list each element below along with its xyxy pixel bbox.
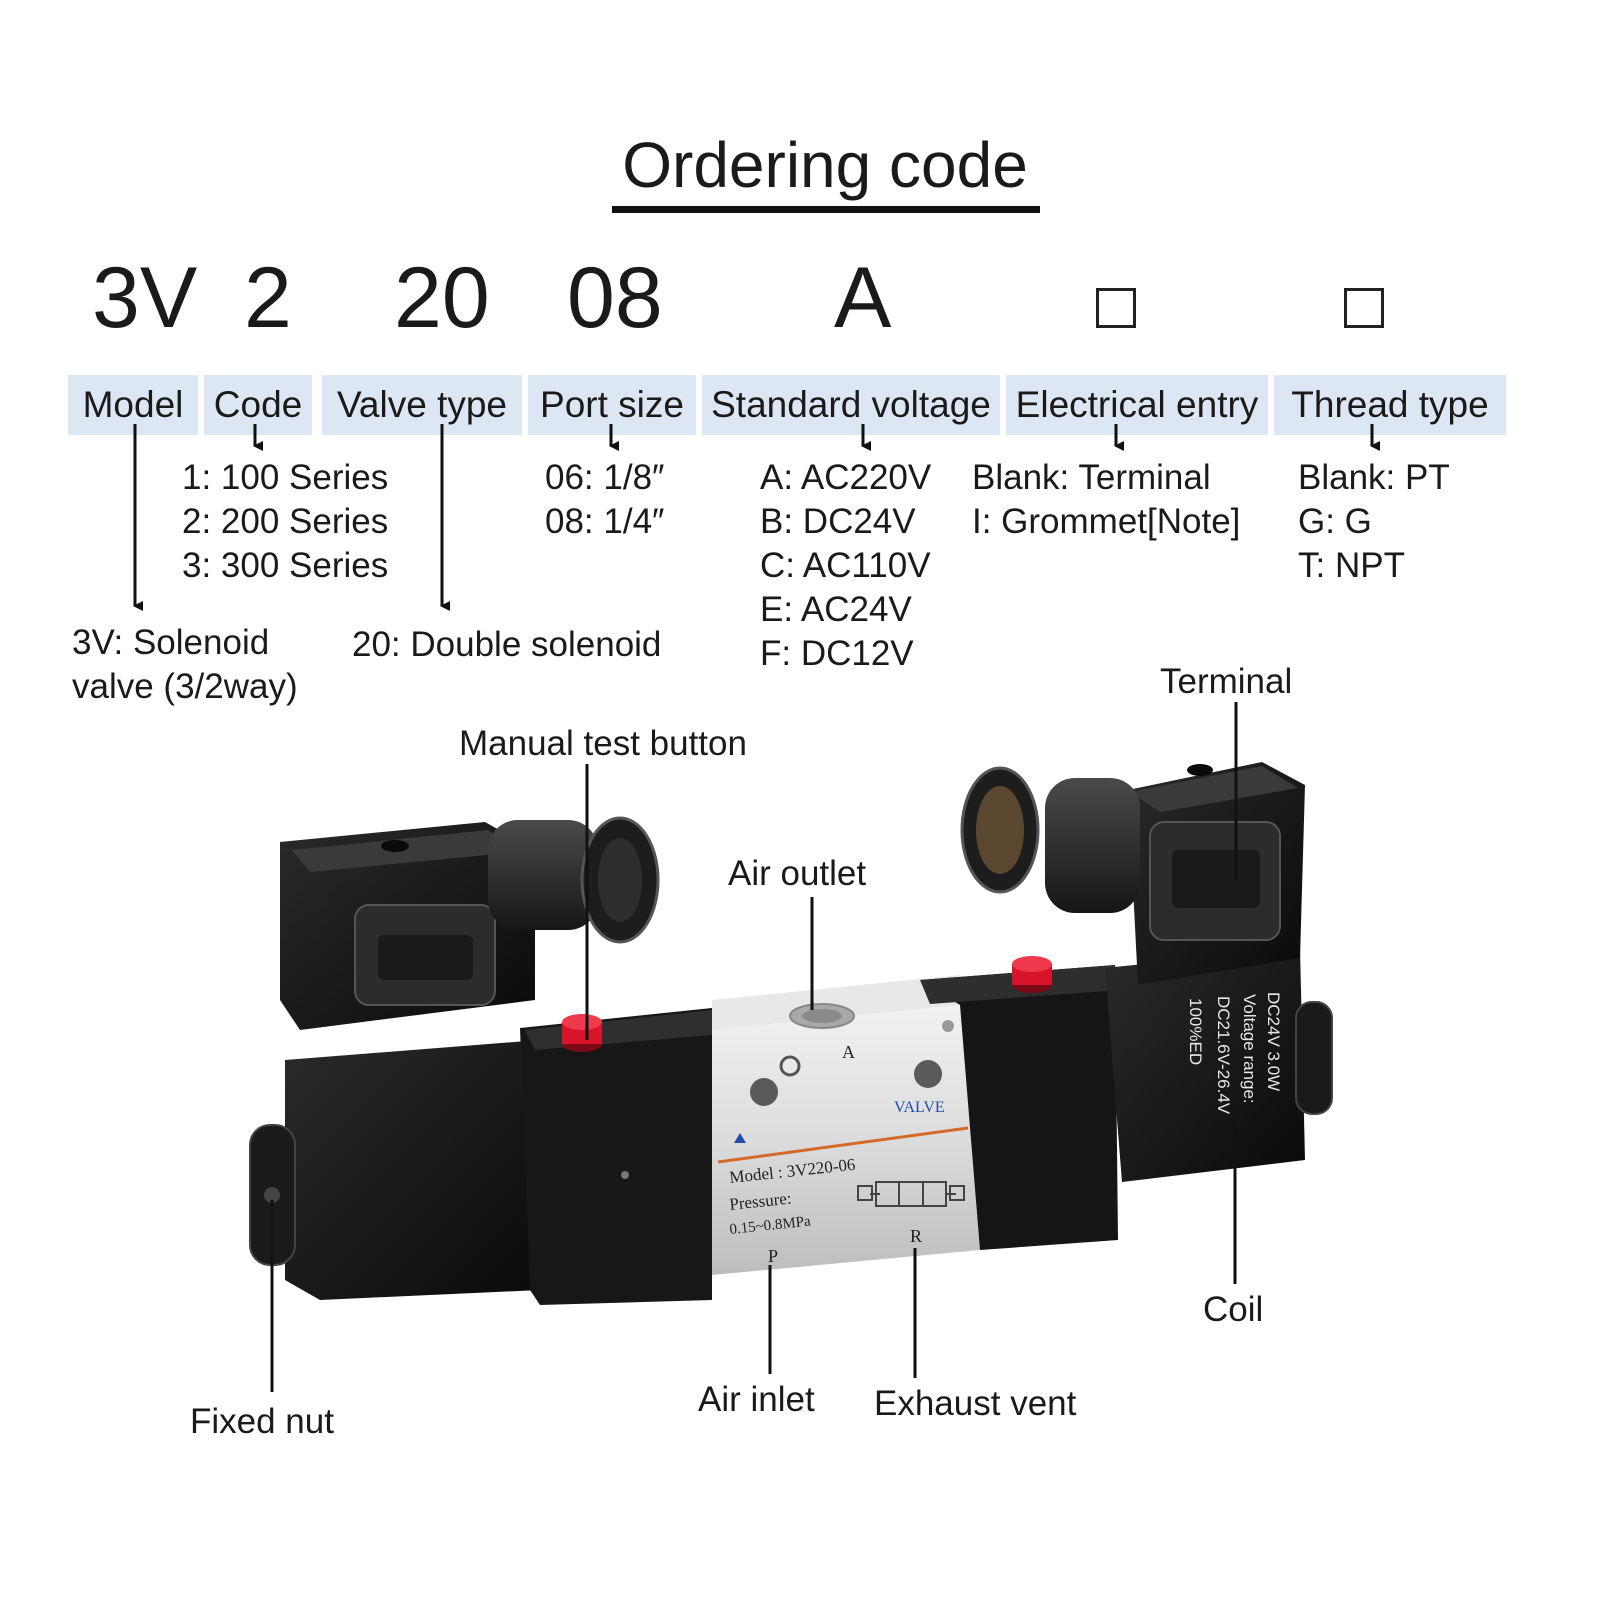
valve-type-description: 20: Double solenoid: [352, 625, 662, 664]
right-cable-gland: [1045, 778, 1140, 913]
model-description: valve (3/2way): [72, 667, 298, 706]
orange-stripe: [717, 1126, 969, 1164]
callout-terminal: Terminal: [1160, 662, 1293, 701]
manual-test-button-left: [562, 1014, 602, 1052]
page-title: Ordering code: [622, 129, 1028, 201]
coil-text: DC24V 3.0W Voltage range: DC21.6V-26.4V …: [1186, 992, 1283, 1115]
right-fixed-nut: [1295, 1001, 1333, 1115]
port-size-option: 06: 1/8″: [545, 458, 665, 497]
port-r-label: R: [910, 1226, 922, 1246]
code-option: 3: 300 Series: [182, 546, 389, 585]
code-option: 1: 100 Series: [182, 458, 389, 497]
header-arrows: [133, 424, 1380, 611]
code-part-thread-type-box: [1344, 288, 1384, 328]
valve-symbol: [857, 1181, 965, 1207]
valve-body: [712, 1005, 980, 1275]
valve-illustration: A VALVE Model : 3V220-06 Pressure: 0.15~…: [249, 762, 1333, 1305]
svg-text:DC24V 3.0W: DC24V 3.0W: [1264, 992, 1283, 1091]
callout-exhaust-vent: Exhaust vent: [874, 1384, 1077, 1423]
code-part-model: 3V: [92, 250, 198, 346]
left-housing-top: [292, 830, 518, 872]
thread-type-option: Blank: PT: [1298, 458, 1450, 497]
code-part-code: 2: [244, 250, 292, 346]
field-standard-voltage: Standard voltage: [702, 375, 1000, 435]
svg-text:100%ED: 100%ED: [1186, 998, 1205, 1065]
voltage-option: C: AC110V: [760, 546, 931, 585]
body-top-face: [712, 975, 960, 1030]
right-coil-block: [1105, 948, 1305, 1182]
title-underline: [612, 206, 1040, 213]
svg-text:DC21.6V-26.4V: DC21.6V-26.4V: [1214, 996, 1233, 1115]
callout-fixed-nut: Fixed nut: [190, 1402, 334, 1441]
brand-label: VALVE: [894, 1099, 945, 1116]
code-part-voltage: A: [834, 250, 892, 346]
field-model: Model: [68, 375, 198, 435]
svg-text:Voltage range:: Voltage range:: [1240, 994, 1259, 1104]
voltage-option: F: DC12V: [760, 634, 914, 673]
port-a-label: A: [842, 1042, 855, 1062]
code-part-electrical-entry-box: [1096, 288, 1136, 328]
field-electrical-entry: Electrical entry: [1006, 375, 1268, 435]
code-part-valve-type: 20: [394, 250, 490, 346]
code-option: 2: 200 Series: [182, 502, 389, 541]
voltage-option: A: AC220V: [760, 458, 932, 497]
leader-lines: [270, 702, 1238, 1392]
left-pilot-block: [520, 1008, 712, 1305]
thread-type-option: T: NPT: [1298, 546, 1405, 585]
pilot-hole-right: [914, 1060, 942, 1088]
code-part-port-size: 08: [567, 250, 663, 346]
thread-type-option: G: G: [1298, 502, 1372, 541]
voltage-option: B: DC24V: [760, 502, 916, 541]
field-thread-type: Thread type: [1274, 375, 1506, 435]
pilot-hole-left: [750, 1078, 778, 1106]
model-description: 3V: Solenoid: [72, 623, 270, 662]
callout-air-inlet: Air inlet: [698, 1380, 815, 1419]
electrical-entry-option: Blank: Terminal: [972, 458, 1211, 497]
triangle-mark: [734, 1133, 746, 1143]
port-size-option: 08: 1/4″: [545, 502, 665, 541]
field-valve-type: Valve type: [322, 375, 522, 435]
field-code: Code: [204, 375, 312, 435]
callout-manual-test-button: Manual test button: [459, 724, 747, 763]
right-pilot-block: [920, 965, 1118, 1250]
electrical-entry-option: I: Grommet[Note]: [972, 502, 1241, 541]
callout-coil: Coil: [1203, 1290, 1264, 1329]
manual-test-button-right: [1012, 956, 1052, 993]
voltage-option: E: AC24V: [760, 590, 912, 629]
left-coil-block: [285, 1040, 540, 1300]
port-p-label: P: [768, 1246, 778, 1266]
callout-air-outlet: Air outlet: [728, 854, 867, 893]
left-cable-gland: [488, 820, 598, 930]
